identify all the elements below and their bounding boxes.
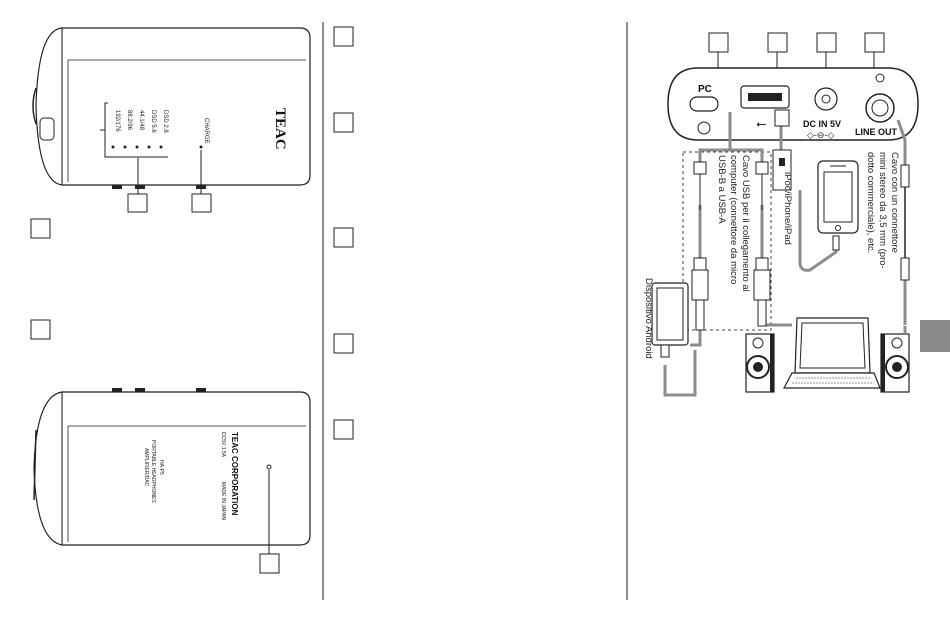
callout-box bbox=[30, 319, 51, 340]
origin-label: MADE IN JAPAN bbox=[220, 482, 226, 520]
micro-usb-port bbox=[689, 96, 719, 112]
callout-box bbox=[333, 112, 354, 133]
android-device bbox=[651, 282, 689, 358]
mini-stereo-callout: Cavo con un connettore mini stereo da 3,… bbox=[865, 152, 900, 269]
polarity-icon: ◇-⊖-◇ bbox=[807, 130, 834, 140]
callout-box bbox=[333, 26, 354, 47]
ipod-callout: iPod/iPhone/iPad bbox=[782, 172, 793, 245]
callout-box bbox=[30, 218, 51, 239]
usb-cable-left bbox=[691, 161, 709, 331]
usb-cable-line1: Cavo USB per il collegamento al bbox=[740, 155, 751, 292]
description-line1: PORTABLE HEADPHONES bbox=[150, 440, 156, 503]
usb-a-plug bbox=[772, 109, 792, 191]
callout-box bbox=[259, 553, 280, 574]
callout-box bbox=[191, 193, 212, 213]
android-callout: Dispositivo Android bbox=[643, 278, 654, 359]
indicator-label: 88.2/96 bbox=[126, 110, 132, 131]
line-out-label: LINE OUT bbox=[855, 127, 898, 137]
callout-box bbox=[708, 32, 729, 53]
section-tab bbox=[920, 320, 950, 352]
indicator-label: 192/176 bbox=[114, 110, 120, 132]
speaker-left bbox=[745, 333, 775, 393]
cables bbox=[663, 110, 907, 397]
usb-cable-line2: computer (connettore da micro bbox=[728, 155, 739, 284]
power-button bbox=[697, 121, 711, 135]
device-front-view: TEAC 192/176 88.2/96 44.1/48 DSD 5.6 DSD… bbox=[32, 27, 311, 194]
device-rear-panel: PC ⭠ DC IN 5V ◇-⊖-◇ LINE OUT bbox=[667, 67, 919, 141]
callout-box bbox=[816, 32, 837, 53]
indicator-label: 44.1/48 bbox=[138, 110, 144, 131]
callout-box bbox=[333, 419, 354, 440]
description-line2: AMPLIFIER/DAC bbox=[143, 448, 149, 487]
usb-cable-right bbox=[753, 161, 771, 327]
model-label: HA-P5 bbox=[158, 460, 164, 475]
callout-box bbox=[127, 193, 148, 213]
device-back-view: HA-P5 PORTABLE HEADPHONES AMPLIFIER/DAC … bbox=[33, 388, 311, 554]
indicator-leds: 192/176 88.2/96 44.1/48 DSD 5.6 DSD 2.8 bbox=[111, 110, 168, 149]
usb-cable-callout: Cavo USB per il collegamento al computer… bbox=[716, 155, 751, 292]
mini-stereo-line2: mini stereo da 3,5 mm (pro- bbox=[877, 152, 888, 269]
indicator-label: DSD 2.8 bbox=[162, 110, 168, 133]
speaker-right bbox=[880, 333, 910, 393]
usb-cable-line3: USB-B a USB-A bbox=[716, 155, 727, 224]
brand-logo: TEAC bbox=[272, 108, 288, 150]
usb-cable-group bbox=[682, 151, 772, 331]
dc-in-label: DC IN 5V bbox=[803, 119, 841, 129]
indicator-label: DSD 5.6 bbox=[150, 110, 156, 133]
mini-stereo-line1: Cavo con un connettore bbox=[889, 152, 900, 253]
callout-box bbox=[333, 333, 354, 354]
pc-port-label: PC bbox=[698, 84, 712, 95]
rating-label: DC5V 1.5A bbox=[220, 432, 226, 458]
callout-box bbox=[864, 32, 885, 53]
callout-box bbox=[333, 227, 354, 248]
maker-label: TEAC CORPORATION bbox=[230, 432, 239, 516]
stereo-cable bbox=[900, 164, 910, 281]
iphone-device bbox=[817, 160, 859, 251]
mini-stereo-line3: dotto commerciale), etc. bbox=[865, 152, 876, 253]
callout-box bbox=[767, 32, 788, 53]
laptop bbox=[783, 317, 881, 389]
usb-icon: ⭠ bbox=[756, 116, 766, 131]
charge-label: CHARGE bbox=[203, 118, 209, 144]
